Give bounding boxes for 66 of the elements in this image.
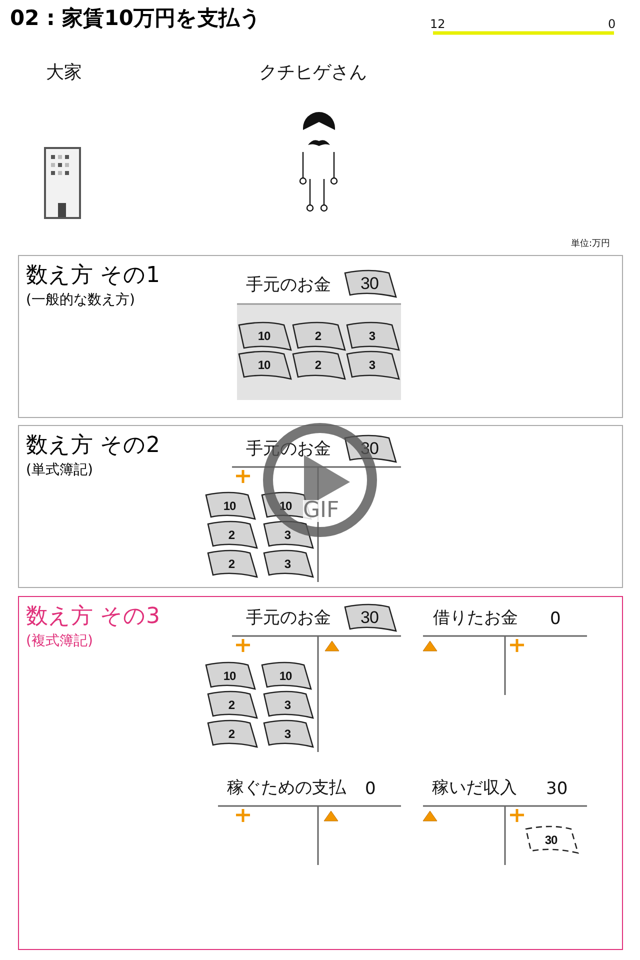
banknote xyxy=(290,322,346,350)
banknote xyxy=(204,492,256,520)
progress-end: 0 xyxy=(608,18,616,30)
unit-note: 単位:万円 xyxy=(571,240,610,249)
bill-amount: 3 xyxy=(283,698,292,712)
panel-subtitle: (単式簿記) xyxy=(26,461,93,479)
bill-amount: 2 xyxy=(314,329,322,343)
panel-heading: 数え方 その1 xyxy=(26,262,160,290)
panel xyxy=(18,255,623,418)
account-balance: 0 xyxy=(365,781,376,798)
bill-amount: 10 xyxy=(278,668,293,682)
banknote xyxy=(342,604,396,632)
bill-amount: 2 xyxy=(227,698,236,712)
account-name: 稼ぐための支払 xyxy=(227,780,346,797)
bill-amount: 30 xyxy=(360,438,380,458)
account-balance: 30 xyxy=(546,781,568,798)
bill-amount: 2 xyxy=(314,358,322,372)
banknote xyxy=(290,350,346,380)
banknote xyxy=(262,550,314,578)
banknote xyxy=(344,350,400,380)
banknote xyxy=(262,720,314,748)
bill-amount: 3 xyxy=(283,726,292,740)
bill-amount: 2 xyxy=(227,528,236,542)
account-balance: 0 xyxy=(550,611,561,628)
panel xyxy=(18,596,623,950)
banknote xyxy=(262,690,314,718)
bill-amount: 30 xyxy=(544,832,558,846)
actor-name: 大家 xyxy=(46,64,82,82)
bill-amount: 30 xyxy=(360,608,380,628)
banknote xyxy=(206,690,258,718)
bill-amount: 30 xyxy=(360,274,380,294)
panel-heading: 数え方 その3 xyxy=(26,603,160,631)
banknote xyxy=(262,520,314,548)
account-name: 借りたお金 xyxy=(433,610,518,627)
banknote xyxy=(260,662,312,690)
banknote xyxy=(204,662,256,690)
bill-amount: 10 xyxy=(222,498,237,512)
progress-start: 12 xyxy=(430,18,446,30)
bill-amount: 10 xyxy=(256,329,272,343)
banknote xyxy=(206,720,258,748)
bill-amount: 10 xyxy=(222,668,237,682)
banknote xyxy=(206,550,258,578)
actor-name: クチヒゲさん xyxy=(259,64,367,82)
panel-subtitle: (一般的な数え方) xyxy=(26,291,135,309)
account-name: 稼いだ収入 xyxy=(432,780,517,797)
account-name: 手元のお金 xyxy=(246,277,331,294)
bill-amount: 3 xyxy=(283,528,292,542)
banknote xyxy=(236,322,292,350)
banknote xyxy=(524,826,578,854)
bill-amount: 2 xyxy=(227,556,236,570)
overlay-text: GIF xyxy=(303,500,340,522)
bill-amount: 3 xyxy=(368,358,376,372)
bill-amount: 10 xyxy=(256,358,272,372)
account-name: 手元のお金 xyxy=(246,610,331,627)
title: 02 : 家賃10万円を支払う xyxy=(10,8,262,29)
banknote xyxy=(342,434,396,462)
banknote xyxy=(342,270,396,298)
panel-heading: 数え方 その2 xyxy=(26,432,160,460)
bill-amount: 3 xyxy=(368,329,376,343)
bill-amount: 10 xyxy=(278,498,293,512)
panel-subtitle: (複式簿記) xyxy=(26,632,93,650)
banknote xyxy=(344,322,400,350)
banknote xyxy=(206,520,258,548)
bill-amount: 3 xyxy=(283,556,292,570)
banknote xyxy=(236,350,292,380)
bill-amount: 2 xyxy=(227,726,236,740)
